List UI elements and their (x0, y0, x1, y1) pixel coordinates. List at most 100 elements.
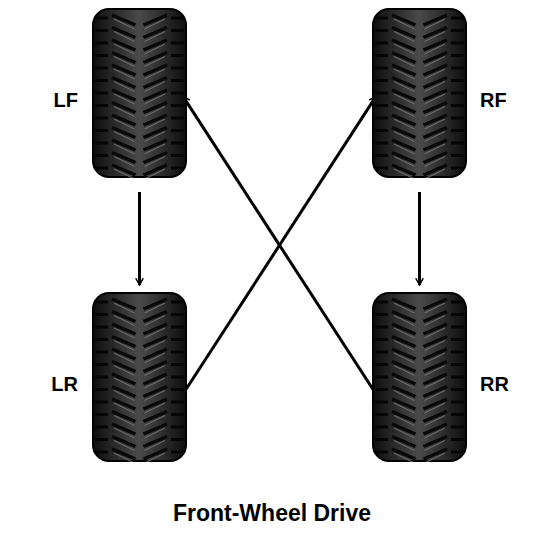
tread-lug (392, 387, 447, 397)
tread-lug (392, 140, 447, 150)
tread-lug (112, 153, 167, 163)
tread-groove (95, 363, 108, 366)
rotation-arrow (138, 192, 141, 285)
tread-lug (392, 65, 447, 75)
tread-highlight (114, 391, 165, 401)
tire-body (373, 293, 466, 461)
tread-groove (451, 401, 464, 404)
tread-lug (392, 437, 447, 447)
tread-groove (451, 413, 464, 416)
tread-groove (375, 129, 388, 132)
tire-body (373, 9, 466, 177)
tread-lug (112, 362, 167, 372)
tread-highlight (394, 144, 445, 154)
tread-groove (451, 129, 464, 132)
tread-highlight (114, 366, 165, 376)
tread-groove (171, 338, 184, 341)
tread-groove (451, 301, 464, 304)
tread-groove (375, 326, 388, 329)
tread-highlight (394, 416, 445, 426)
tread-groove (375, 29, 388, 32)
tread-groove (375, 42, 388, 45)
tread-highlight (114, 416, 165, 426)
tread-highlight (394, 391, 445, 401)
tread-groove (451, 167, 464, 170)
tire-drawing (372, 8, 467, 178)
tire-position-label: LR (51, 374, 78, 394)
tread-groove (95, 67, 108, 70)
tread-groove (451, 154, 464, 157)
tread-lug (112, 424, 167, 434)
tread-lug (112, 324, 167, 334)
tread-highlight (394, 157, 445, 167)
tread-groove (375, 401, 388, 404)
tread-groove (451, 351, 464, 354)
tread-highlight (114, 169, 165, 178)
tread-groove (171, 117, 184, 120)
tread-groove (451, 29, 464, 32)
tread-highlight (114, 119, 165, 129)
tread-groove (375, 301, 388, 304)
tire-position-label: LF (54, 90, 78, 110)
tread-groove (171, 376, 184, 379)
tread-highlight (394, 403, 445, 413)
tread-groove (171, 363, 184, 366)
tread-groove (451, 388, 464, 391)
tread-highlight (394, 119, 445, 129)
tread-lug (392, 165, 447, 175)
tread-groove (451, 67, 464, 70)
rotation-arrow (183, 96, 376, 394)
tread-groove (171, 426, 184, 429)
tread-groove (451, 117, 464, 120)
tire-node: RR (372, 292, 467, 462)
tread-groove (95, 154, 108, 157)
tread-groove (95, 54, 108, 57)
tread-highlight (394, 132, 445, 142)
tire-drawing (92, 8, 187, 178)
tread-groove (375, 154, 388, 157)
tread-groove (171, 351, 184, 354)
tread-lug (392, 153, 447, 163)
tread-groove (171, 326, 184, 329)
diagram-title: Front-Wheel Drive (0, 500, 544, 527)
tread-groove (375, 167, 388, 170)
tread-groove (451, 42, 464, 45)
tread-highlight (394, 378, 445, 388)
tread-groove (375, 376, 388, 379)
tread-groove (95, 413, 108, 416)
tread-groove (171, 313, 184, 316)
tread-groove (171, 17, 184, 20)
tread-groove (95, 326, 108, 329)
tread-lug (392, 128, 447, 138)
tread-highlight (394, 366, 445, 376)
tread-lug (112, 128, 167, 138)
tire-body (93, 9, 186, 177)
tread-highlight (394, 341, 445, 351)
tread-groove (375, 438, 388, 441)
tread-groove (451, 142, 464, 145)
tread-groove (451, 438, 464, 441)
tread-groove (451, 376, 464, 379)
tread-pattern (95, 15, 184, 178)
tread-groove (171, 388, 184, 391)
tread-groove (375, 117, 388, 120)
tread-highlight (114, 328, 165, 338)
tread-groove (95, 29, 108, 32)
tread-groove (95, 167, 108, 170)
tread-lug (112, 65, 167, 75)
tread-lug (112, 53, 167, 63)
tread-groove (171, 129, 184, 132)
tread-groove (95, 117, 108, 120)
tread-lug (392, 15, 447, 25)
tread-lug (112, 449, 167, 459)
tread-groove (375, 451, 388, 454)
tread-groove (375, 413, 388, 416)
tread-groove (451, 92, 464, 95)
tread-groove (171, 142, 184, 145)
tread-lug (112, 312, 167, 322)
tread-groove (375, 351, 388, 354)
tread-lug (112, 387, 167, 397)
tire-node: RF (372, 8, 467, 178)
tread-pattern (95, 299, 184, 462)
